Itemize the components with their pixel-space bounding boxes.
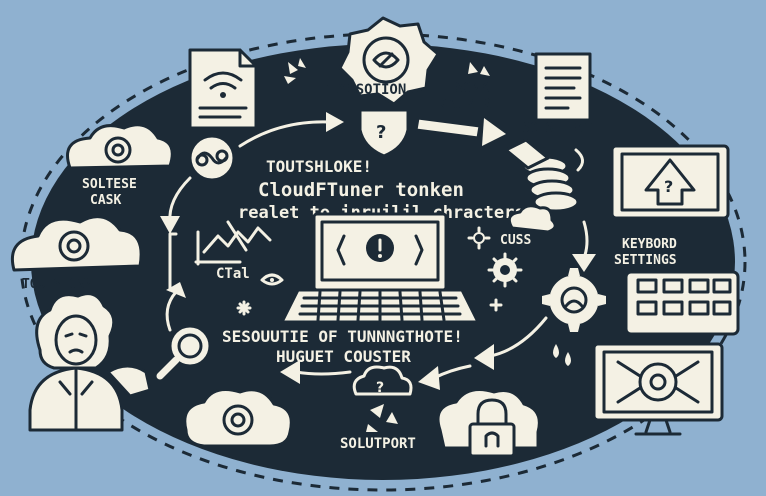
flow-arrow bbox=[488, 316, 548, 358]
arrowhead bbox=[280, 360, 300, 384]
arrowhead bbox=[474, 344, 494, 370]
arrowhead bbox=[160, 216, 180, 234]
small-arrow bbox=[574, 148, 584, 172]
eye-icon bbox=[260, 273, 284, 286]
label-huguet: HUGUET COUSTER bbox=[276, 347, 411, 366]
question-mark-glyph: ? bbox=[376, 122, 386, 143]
warning-shield-icon: ? bbox=[358, 108, 410, 158]
label-toutshloke: TOUTSHLOKE! bbox=[266, 157, 372, 176]
label-so-setent: SO SETENT bbox=[522, 121, 593, 136]
link-icon bbox=[188, 134, 236, 182]
label-sesouutie: SESOUUTIE OF TUNNNGTHOTE! bbox=[222, 327, 463, 346]
label-keybord: KEYBORD bbox=[622, 237, 677, 252]
label-ctal: CTal bbox=[216, 266, 250, 282]
droplet-icon bbox=[553, 344, 571, 366]
question-mark-glyph: ? bbox=[376, 380, 384, 396]
flow-arrow bbox=[238, 120, 332, 148]
cloud-target-icon bbox=[66, 123, 174, 170]
label-cloudftuner: CloudFTuner tonken bbox=[258, 179, 464, 201]
label-caurer: CAURER bbox=[440, 96, 491, 112]
broken-chart-icon bbox=[194, 220, 272, 266]
label-solutport: SOLUTPORT bbox=[340, 436, 416, 452]
flow-pill-arrow bbox=[414, 116, 506, 146]
label-settings: SETTINGS bbox=[614, 253, 677, 268]
question-mark-glyph: ? bbox=[664, 177, 673, 196]
gear-icon bbox=[487, 252, 523, 288]
monitor-upload-icon: ? bbox=[610, 144, 730, 232]
cloud-target-icon bbox=[11, 215, 143, 272]
recycle-icon bbox=[366, 404, 398, 432]
label-cask: CASK bbox=[90, 193, 121, 208]
magnifier-icon bbox=[156, 324, 212, 380]
cloud-icon bbox=[507, 204, 557, 234]
keypad-icon bbox=[624, 270, 740, 336]
arrowhead bbox=[166, 282, 186, 298]
document-wifi-icon bbox=[188, 48, 258, 130]
laptop-warning-icon bbox=[280, 212, 480, 324]
monitor-gear-icon bbox=[592, 342, 724, 436]
question-cloud-icon: ? bbox=[352, 365, 413, 396]
sparkle-icon bbox=[236, 300, 252, 316]
frustrated-user-icon bbox=[28, 292, 152, 432]
label-cuss: CUSS bbox=[500, 233, 531, 248]
sparkle-icon bbox=[489, 298, 503, 312]
arrowhead bbox=[572, 254, 596, 272]
flow-arrow bbox=[165, 290, 178, 332]
cloud-target-icon bbox=[183, 388, 293, 448]
label-sonk: SONK bbox=[455, 80, 489, 96]
label-toueshowne: TOUESHOWNE bbox=[22, 277, 100, 292]
badge-seal-icon bbox=[338, 16, 440, 106]
gear-icon bbox=[542, 268, 606, 332]
lock-icon bbox=[436, 388, 541, 458]
droplet-icon bbox=[527, 430, 533, 444]
sparkle-icon bbox=[284, 58, 490, 84]
sun-icon bbox=[467, 226, 491, 250]
label-soltese: SOLTESE bbox=[82, 177, 137, 192]
flow-arrow bbox=[294, 370, 352, 376]
arrowhead bbox=[326, 112, 344, 132]
label-teyssotion: TEYSSOTION bbox=[322, 82, 406, 98]
arrowhead bbox=[418, 366, 440, 390]
document-lines-icon bbox=[534, 52, 592, 122]
